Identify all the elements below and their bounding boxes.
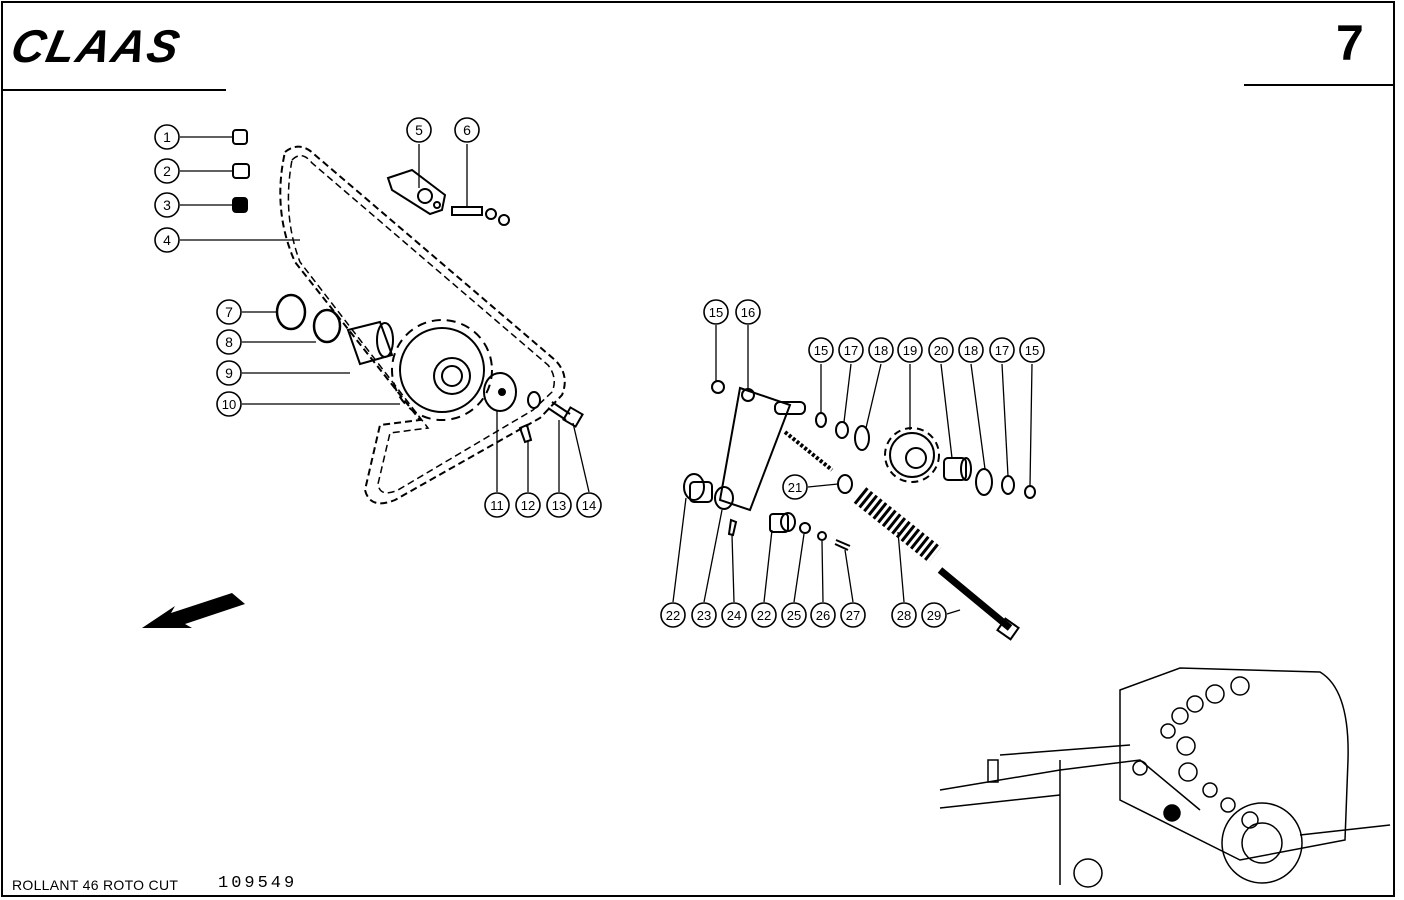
- callout-label: 5: [415, 122, 423, 138]
- callout-label: 1: [163, 129, 171, 145]
- leader-lines: [180, 136, 1033, 615]
- callout-label: 22: [757, 608, 771, 623]
- callout-label: 12: [521, 498, 535, 513]
- callout-bubble: [921, 602, 947, 628]
- chain-drawing: [279, 145, 566, 505]
- callout-bubble: [703, 299, 729, 325]
- callout-bubble: [735, 299, 761, 325]
- chain-drawing-inner: [287, 154, 555, 494]
- callout-bubble: [868, 337, 894, 363]
- callout-label: 9: [225, 365, 233, 381]
- callout-bubble: [751, 602, 777, 628]
- callout-bubble: [1019, 337, 1045, 363]
- spring-assembly-icon: [783, 430, 1020, 641]
- callout-label: 15: [1025, 343, 1039, 358]
- callout-bubble: [154, 227, 180, 253]
- callout-label: 13: [552, 498, 566, 513]
- callout-label: 22: [666, 608, 680, 623]
- callout-label: 11: [490, 498, 504, 513]
- direction-arrow-icon: [142, 593, 245, 628]
- callout-label: 26: [816, 608, 830, 623]
- callout-label: 18: [964, 343, 978, 358]
- callout-bubble: [691, 602, 717, 628]
- callout-label: 28: [897, 608, 911, 623]
- callout-label: 10: [222, 397, 236, 412]
- page-number: 7: [1336, 15, 1364, 71]
- callout-label: 29: [927, 608, 941, 623]
- callout-bubble: [216, 360, 242, 386]
- callout-bubble: [721, 602, 747, 628]
- callout-bubble: [838, 337, 864, 363]
- callout-bubble: [928, 337, 954, 363]
- callout-label: 15: [814, 343, 828, 358]
- callout-bubble: [781, 602, 807, 628]
- hardware-icon: [483, 372, 584, 444]
- callout-bubble: [154, 158, 180, 184]
- callout-bubble: [406, 117, 432, 143]
- tensioner-plate-icon: [386, 168, 510, 226]
- tensioner-arm-icon: [683, 380, 851, 551]
- idler-sprocket-icon: [815, 412, 1036, 499]
- callout-label: 21: [788, 480, 802, 495]
- callout-bubble: [958, 337, 984, 363]
- callout-label: 6: [463, 122, 471, 138]
- callout-bubble: [576, 492, 602, 518]
- footer-drawing-code: 109549: [218, 874, 298, 893]
- callout-bubble: [782, 474, 808, 500]
- callout-bubble: [216, 391, 242, 417]
- callout-bubble: [989, 337, 1015, 363]
- chain-link-icon: [232, 129, 250, 213]
- callout-bubble: [454, 117, 480, 143]
- ring-icon: [275, 293, 342, 344]
- callout-label: 25: [787, 608, 801, 623]
- callout-bubble: [546, 492, 572, 518]
- callout-label: 15: [709, 305, 723, 320]
- callout-label: 3: [163, 197, 171, 213]
- callout-bubble: [810, 602, 836, 628]
- callout-label: 19: [903, 343, 917, 358]
- callout-label: 24: [727, 608, 741, 623]
- callout-label: 20: [934, 343, 948, 358]
- callout-label: 23: [697, 608, 711, 623]
- brand-logo: CLAAS: [7, 20, 186, 71]
- callout-bubble: [808, 337, 834, 363]
- callout-bubble: [216, 329, 242, 355]
- callout-bubble: [154, 124, 180, 150]
- callout-label: 4: [163, 232, 171, 248]
- callout-label: 14: [582, 498, 596, 513]
- footer-model-name: ROLLANT 46 ROTO CUT: [12, 877, 179, 893]
- callout-label: 8: [225, 334, 233, 350]
- callout-label: 17: [995, 343, 1009, 358]
- callout-label: 17: [844, 343, 858, 358]
- callout-label: 2: [163, 163, 171, 179]
- callout-bubble: [484, 492, 510, 518]
- callout-label: 27: [846, 608, 860, 623]
- callout-label: 7: [225, 304, 233, 320]
- bushing-icon: [346, 320, 394, 366]
- callout-bubble: [154, 192, 180, 218]
- callout-bubble: [891, 602, 917, 628]
- callout-bubble: [660, 602, 686, 628]
- callout-bubble: [216, 299, 242, 325]
- callout-bubble: [515, 492, 541, 518]
- callout-label: 16: [741, 305, 755, 320]
- callout-label: 18: [874, 343, 888, 358]
- callout-bubble: [897, 337, 923, 363]
- callout-bubble: [840, 602, 866, 628]
- sprocket-icon: [391, 319, 493, 421]
- baler-overview-drawing: [939, 667, 1391, 888]
